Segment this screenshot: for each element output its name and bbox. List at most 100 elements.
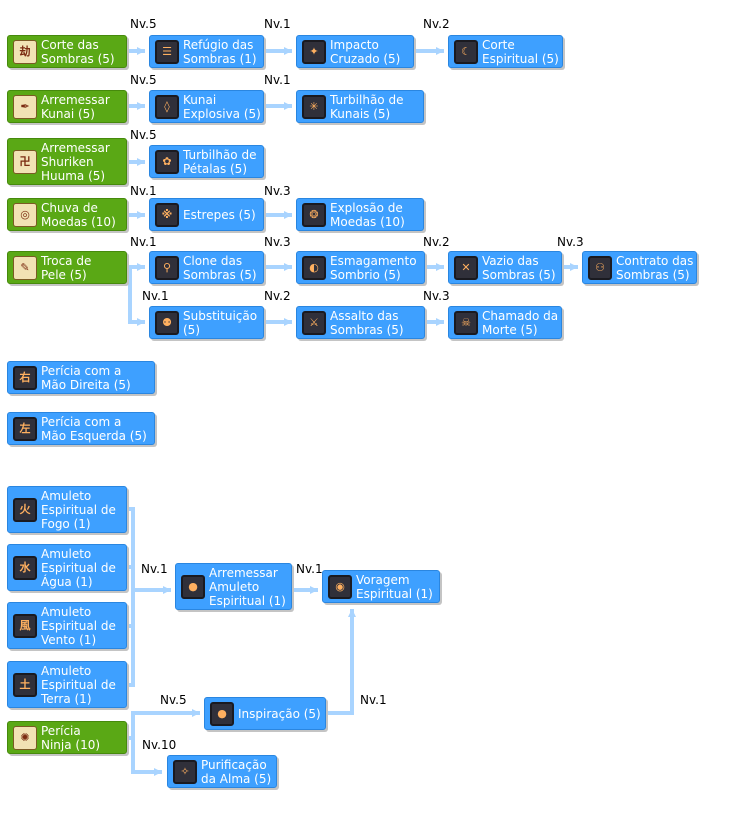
skill-label: Chuva de Moedas (10): [41, 200, 116, 229]
spirit-vortex-icon: ◉: [328, 574, 352, 599]
shadow-contract-icon: ⚇: [588, 255, 612, 280]
skill-label: Clone das Sombras (5): [183, 253, 257, 282]
water-amulet-icon: 水: [13, 555, 37, 580]
skill-label: Substituição (5): [183, 308, 258, 337]
level-requirement-label: Nv.3: [264, 235, 291, 249]
level-requirement-label: Nv.1: [264, 73, 291, 87]
skill-label: Troca de Pele (5): [41, 253, 92, 282]
skill-label: Turbilhão de Kunais (5): [330, 92, 404, 121]
level-requirement-label: Nv.2: [423, 17, 450, 31]
skill-node[interactable]: ☠Chamado da Morte (5): [448, 306, 562, 339]
shadow-clone-icon: ⚲: [155, 255, 179, 280]
skill-label: Turbilhão de Pétalas (5): [183, 147, 257, 176]
skill-node[interactable]: ◊Kunai Explosiva (5): [149, 90, 264, 123]
skill-node[interactable]: ⚇Contrato das Sombras (5): [582, 251, 697, 284]
skill-node[interactable]: ⚲Clone das Sombras (5): [149, 251, 264, 284]
level-requirement-label: Nv.1: [130, 184, 157, 198]
level-requirement-label: Nv.1: [360, 693, 387, 707]
skill-label: Chamado da Morte (5): [482, 308, 559, 337]
skill-label: Amuleto Espiritual de Fogo (1): [41, 488, 116, 531]
level-requirement-label: Nv.2: [264, 289, 291, 303]
skill-node[interactable]: ☰Refúgio das Sombras (1): [149, 35, 264, 68]
explosive-kunai-icon: ◊: [155, 94, 179, 119]
skill-node[interactable]: ✳Turbilhão de Kunais (5): [296, 90, 424, 123]
skill-node[interactable]: ✧Purificação da Alma (5): [167, 755, 277, 788]
amulet-throw-icon: ●: [181, 574, 205, 599]
scroll-icon: ✒: [13, 94, 37, 119]
level-requirement-label: Nv.3: [557, 235, 584, 249]
kunai-whirl-icon: ✳: [302, 94, 326, 119]
scroll-icon: ◎: [13, 202, 37, 227]
scroll-icon: 劫: [13, 39, 37, 64]
skill-label: Inspiração (5): [238, 706, 321, 721]
skill-label: Amuleto Espiritual de Terra (1): [41, 663, 116, 706]
skill-label: Arremessar Amuleto Espiritual (1): [209, 565, 286, 608]
skill-label: Amuleto Espiritual de Água (1): [41, 546, 116, 589]
skill-node[interactable]: ※ Estrepes (5): [149, 198, 264, 231]
skill-node[interactable]: ✦Impacto Cruzado (5): [296, 35, 414, 68]
skill-label: Refúgio das Sombras (1): [183, 37, 257, 66]
scroll-icon: 卍: [13, 149, 37, 174]
coin-explosion-icon: ❂: [302, 202, 326, 227]
skill-node[interactable]: ✺Perícia Ninja (10): [7, 721, 127, 754]
level-requirement-label: Nv.5: [130, 17, 157, 31]
skill-node[interactable]: ● Inspiração (5): [204, 697, 326, 730]
fire-amulet-icon: 火: [13, 497, 37, 522]
spirit-slash-icon: ☾: [454, 39, 478, 64]
level-requirement-label: Nv.1: [142, 289, 169, 303]
level-requirement-label: Nv.1: [264, 17, 291, 31]
skill-label: Estrepes (5): [183, 207, 256, 222]
left-hand-icon: 左: [13, 416, 37, 441]
skill-label: Kunai Explosiva (5): [183, 92, 261, 121]
death-call-icon: ☠: [454, 310, 478, 335]
wind-amulet-icon: 風: [13, 613, 37, 638]
level-requirement-label: Nv.5: [160, 693, 187, 707]
level-requirement-label: Nv.1: [141, 562, 168, 576]
skill-node[interactable]: ✕Vazio das Sombras (5): [448, 251, 562, 284]
skill-label: Voragem Espiritual (1): [356, 572, 433, 601]
skill-label: Corte Espiritual (5): [482, 37, 559, 66]
skill-label: Corte das Sombras (5): [41, 37, 115, 66]
skill-node[interactable]: ✎Troca de Pele (5): [7, 251, 127, 284]
shadow-assault-icon: ⚔: [302, 310, 326, 335]
skill-node[interactable]: ●Arremessar Amuleto Espiritual (1): [175, 563, 292, 610]
skill-node[interactable]: ✒Arremessar Kunai (5): [7, 90, 127, 123]
skill-node[interactable]: ⚉Substituição (5): [149, 306, 264, 339]
skill-label: Arremessar Kunai (5): [41, 92, 110, 121]
shadow-void-icon: ✕: [454, 255, 478, 280]
skill-label: Purificação da Alma (5): [201, 757, 272, 786]
skill-label: Contrato das Sombras (5): [616, 253, 694, 282]
skill-label: Amuleto Espiritual de Vento (1): [41, 604, 116, 647]
petal-whirl-icon: ✿: [155, 149, 179, 174]
inspiration-icon: ●: [210, 701, 234, 726]
level-requirement-label: Nv.3: [423, 289, 450, 303]
level-requirement-label: Nv.5: [130, 73, 157, 87]
skill-node[interactable]: ❂Explosão de Moedas (10): [296, 198, 424, 231]
skill-node[interactable]: ◎Chuva de Moedas (10): [7, 198, 127, 231]
cross-impact-icon: ✦: [302, 39, 326, 64]
substitution-icon: ⚉: [155, 310, 179, 335]
soul-purify-icon: ✧: [173, 759, 197, 784]
caltrops-icon: ※: [155, 202, 179, 227]
level-requirement-label: Nv.1: [296, 562, 323, 576]
skill-node[interactable]: ◐Esmagamento Sombrio (5): [296, 251, 425, 284]
shadow-crush-icon: ◐: [302, 255, 326, 280]
skill-label: Vazio das Sombras (5): [482, 253, 556, 282]
skill-node[interactable]: ✿Turbilhão de Pétalas (5): [149, 145, 264, 178]
level-requirement-label: Nv.3: [264, 184, 291, 198]
skill-node[interactable]: ⚔Assalto das Sombras (5): [296, 306, 425, 339]
skill-label: Perícia com a Mão Esquerda (5): [41, 414, 147, 443]
skill-node[interactable]: ☾Corte Espiritual (5): [448, 35, 563, 68]
skill-node[interactable]: ◉Voragem Espiritual (1): [322, 570, 440, 603]
skill-label: Perícia Ninja (10): [41, 723, 101, 752]
scroll-icon: ✺: [13, 725, 37, 750]
